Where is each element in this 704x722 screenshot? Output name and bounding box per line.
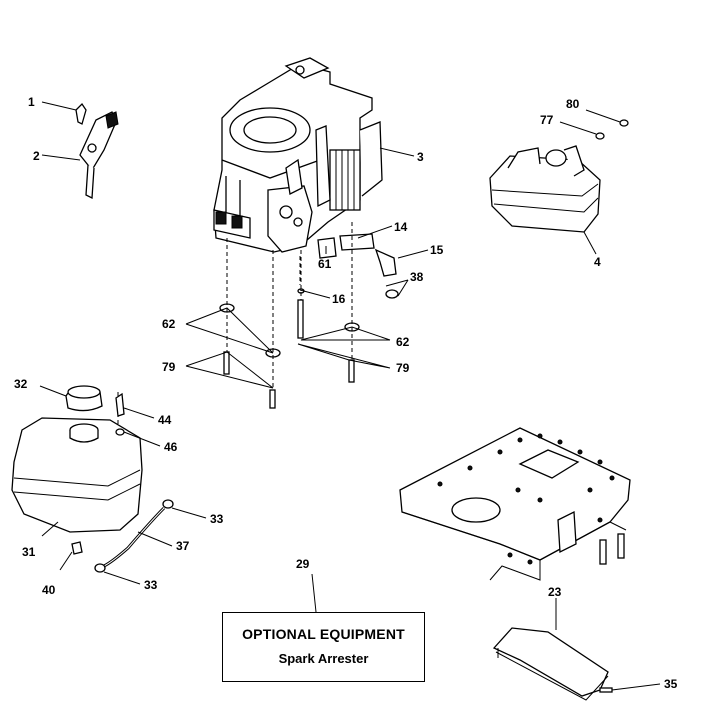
callout-38: 38 xyxy=(410,270,424,284)
optional-equipment-title: OPTIONAL EQUIPMENT xyxy=(242,626,405,642)
callout-33-bottom: 33 xyxy=(144,578,158,592)
callout-23: 23 xyxy=(548,585,562,599)
optional-equipment-box: OPTIONAL EQUIPMENT Spark Arrester xyxy=(222,612,425,682)
chassis-frame-part xyxy=(399,427,631,581)
throttle-control-part xyxy=(75,102,119,200)
bolt-parts xyxy=(223,299,355,409)
callout-33-top: 33 xyxy=(210,512,224,526)
callout-1: 2 xyxy=(33,149,40,163)
callout-15: 15 xyxy=(430,243,444,257)
callout-37: 37 xyxy=(176,539,190,553)
spark-arrester-label: Spark Arrester xyxy=(278,651,369,666)
callout-46: 46 xyxy=(164,440,178,454)
callout-44: 44 xyxy=(158,413,172,427)
callout-79-left: 79 xyxy=(162,360,176,374)
callout-16: 16 xyxy=(332,292,346,306)
callout-80: 80 xyxy=(566,97,580,111)
callout-2: 1 xyxy=(28,95,35,109)
callout-35: 35 xyxy=(664,677,678,691)
callout-31: 31 xyxy=(22,545,36,559)
engine-part xyxy=(213,57,383,253)
callout-3: 3 xyxy=(417,150,424,164)
callout-61: 61 xyxy=(318,257,332,271)
callout-62-left: 62 xyxy=(162,317,176,331)
callout-labels: 1 2 3 4 14 15 16 23 29 31 32 33 33 35 37… xyxy=(14,95,678,691)
muffler-part xyxy=(489,145,601,233)
heat-shield-part xyxy=(492,627,613,701)
callout-leaders-62-79 xyxy=(185,307,391,389)
mounting-guide-lines xyxy=(117,222,353,502)
callout-29: 29 xyxy=(296,557,310,571)
callout-4: 4 xyxy=(594,255,601,269)
hardware-parts xyxy=(219,119,629,358)
fuel-tank-part xyxy=(11,385,143,555)
callout-14: 14 xyxy=(394,220,408,234)
callout-62-right: 62 xyxy=(396,335,410,349)
callout-leader-lines xyxy=(39,101,661,691)
callout-77: 77 xyxy=(540,113,554,127)
callout-79-right: 79 xyxy=(396,361,410,375)
callout-40: 40 xyxy=(42,583,56,597)
callout-32: 32 xyxy=(14,377,28,391)
fuel-line-part xyxy=(94,499,174,573)
